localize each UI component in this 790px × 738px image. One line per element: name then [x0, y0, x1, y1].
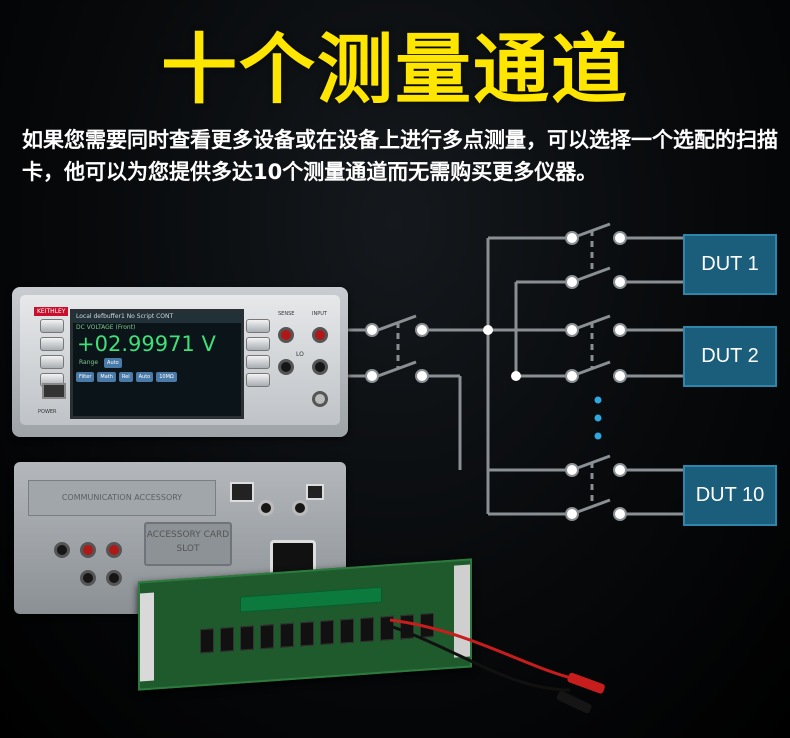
dut-1-box: DUT 1 — [683, 234, 777, 295]
relay — [240, 625, 254, 651]
front-face: KEITHLEY POWER Local defbuffer1 No Scrip… — [20, 295, 340, 425]
multimeter-rear-panel: COMMUNICATION ACCESSORY ACCESSORY CARD S… — [14, 462, 346, 614]
ethernet-port-icon — [230, 482, 254, 502]
measurement-reading: +02.99971 V — [77, 332, 216, 356]
page-title: 十个测量通道 — [161, 25, 629, 114]
communication-slot: COMMUNICATION ACCESSORY — [28, 480, 216, 516]
relay — [320, 619, 334, 645]
power-label: POWER — [38, 409, 57, 415]
front-key[interactable] — [246, 319, 270, 333]
relay — [200, 628, 214, 654]
sense-hi-jack[interactable] — [278, 327, 294, 343]
accessory-card-slot: ACCESSORY CARD SLOT — [144, 522, 232, 566]
math-button[interactable]: Math — [97, 372, 116, 382]
rear-jack — [80, 570, 96, 586]
screen-header: Local defbuffer1 No Script CONT — [73, 312, 241, 323]
input-label: INPUT — [312, 311, 327, 317]
rel-button[interactable]: Rel — [118, 372, 133, 382]
auto-button[interactable]: Auto — [135, 372, 154, 382]
relay — [280, 622, 294, 648]
relay — [260, 624, 274, 650]
relay — [220, 626, 234, 652]
description-text: 如果您需要同时查看更多设备或在设备上进行多点测量，可以选择一个选配的扫描卡，他可… — [22, 128, 778, 184]
filter-button[interactable]: Filter — [76, 372, 95, 382]
rear-jack — [54, 542, 70, 558]
rear-jack — [106, 570, 122, 586]
dut-2-box: DUT 2 — [683, 326, 777, 387]
relay — [300, 621, 314, 647]
input-lo-jack[interactable] — [312, 359, 328, 375]
amps-jack[interactable] — [312, 391, 328, 407]
relay — [360, 617, 374, 643]
left-keys — [40, 319, 64, 387]
rear-jack — [80, 542, 96, 558]
card-connector — [140, 592, 154, 682]
dut-10-box: DUT 10 — [683, 465, 777, 526]
right-keys — [246, 319, 270, 387]
lo-label: LO — [296, 351, 304, 358]
input-hi-jack[interactable] — [312, 327, 328, 343]
range-button[interactable]: Auto — [104, 358, 122, 368]
impedance-button[interactable]: 10MΩ — [156, 372, 177, 382]
usb-port-icon — [42, 383, 66, 399]
front-key[interactable] — [40, 337, 64, 351]
terminal-block — [240, 586, 382, 613]
front-key[interactable] — [246, 337, 270, 351]
test-leads-image — [389, 618, 605, 714]
front-key[interactable] — [40, 355, 64, 369]
rear-jack — [106, 542, 122, 558]
brand-logo: KEITHLEY — [34, 307, 69, 316]
usb-b-port-icon — [306, 484, 324, 500]
trigger-out-connector — [292, 500, 308, 516]
display-screen: Local defbuffer1 No Script CONT DC VOLTA… — [70, 309, 244, 419]
sense-label: SENSE — [278, 311, 295, 317]
relay — [340, 618, 354, 644]
range-label: Range — [79, 359, 99, 366]
multimeter-front-panel: KEITHLEY POWER Local defbuffer1 No Scrip… — [12, 287, 348, 437]
front-key[interactable] — [246, 355, 270, 369]
trigger-in-connector — [258, 500, 274, 516]
front-key[interactable] — [246, 373, 270, 387]
sense-lo-jack[interactable] — [278, 359, 294, 375]
front-key[interactable] — [40, 319, 64, 333]
function-label: DC VOLTAGE (Front) — [76, 324, 136, 331]
